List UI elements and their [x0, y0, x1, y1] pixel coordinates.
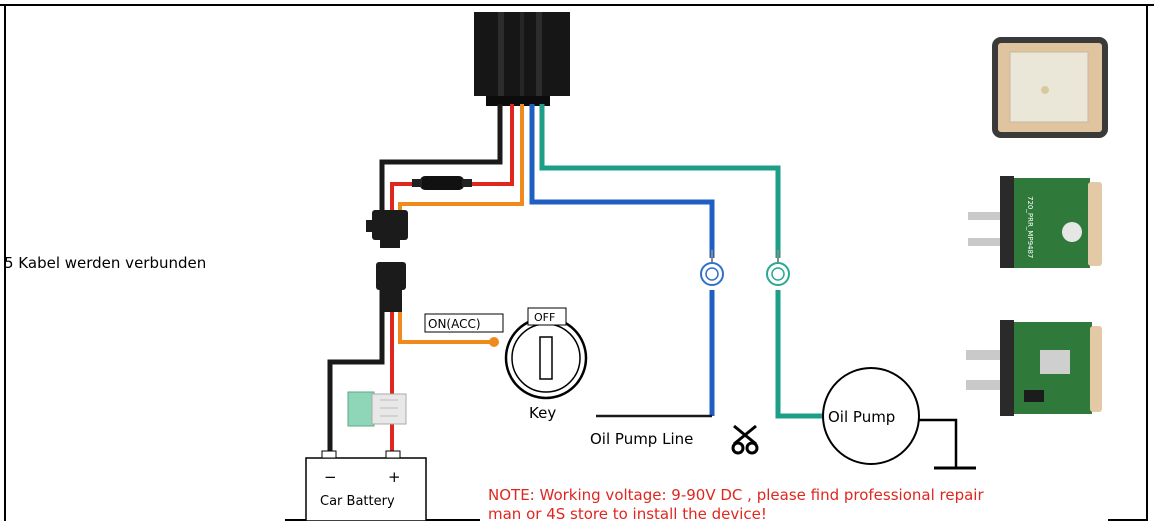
scissors-icon	[731, 424, 759, 455]
oil-pump	[822, 367, 976, 470]
tracker-device	[474, 12, 570, 106]
label-key: Key	[529, 404, 556, 422]
ignition-key	[424, 307, 588, 400]
label-oil-pump-line: Oil Pump Line	[590, 430, 693, 448]
car-battery	[305, 450, 427, 521]
note-line-1: NOTE: Working voltage: 9-90V DC , please…	[488, 486, 984, 504]
ring-terminal-blue	[700, 250, 724, 286]
orange-wire	[398, 104, 524, 344]
pcb-text: 720_PRR_MP9487	[1026, 196, 1034, 258]
label-battery-minus: −	[324, 468, 337, 486]
note-line-2: man or 4S store to install the device!	[488, 505, 767, 521]
ring-terminal-green	[766, 250, 790, 286]
green-wire-lower	[775, 290, 822, 419]
connector-bottom	[376, 262, 406, 312]
caption-cables-connected: 5 Kabel werden verbunden	[4, 254, 207, 272]
label-battery-plus: +	[388, 468, 401, 486]
green-wire	[539, 104, 781, 258]
label-on-acc: ON(ACC)	[428, 317, 481, 331]
red-wire	[390, 104, 514, 455]
blue-wire	[529, 104, 715, 258]
black-wire	[327, 104, 503, 455]
blade-fuse	[347, 391, 407, 427]
label-off: OFF	[534, 311, 555, 324]
label-car-battery: Car Battery	[320, 494, 395, 509]
pcb-module-back	[966, 320, 1102, 416]
label-oil-pump: Oil Pump	[828, 408, 895, 426]
connector-top	[366, 210, 408, 248]
pcb-module-side: 720_PRR_MP9487	[968, 176, 1102, 268]
gps-antenna-module	[992, 37, 1108, 138]
inline-fuse	[412, 176, 472, 190]
